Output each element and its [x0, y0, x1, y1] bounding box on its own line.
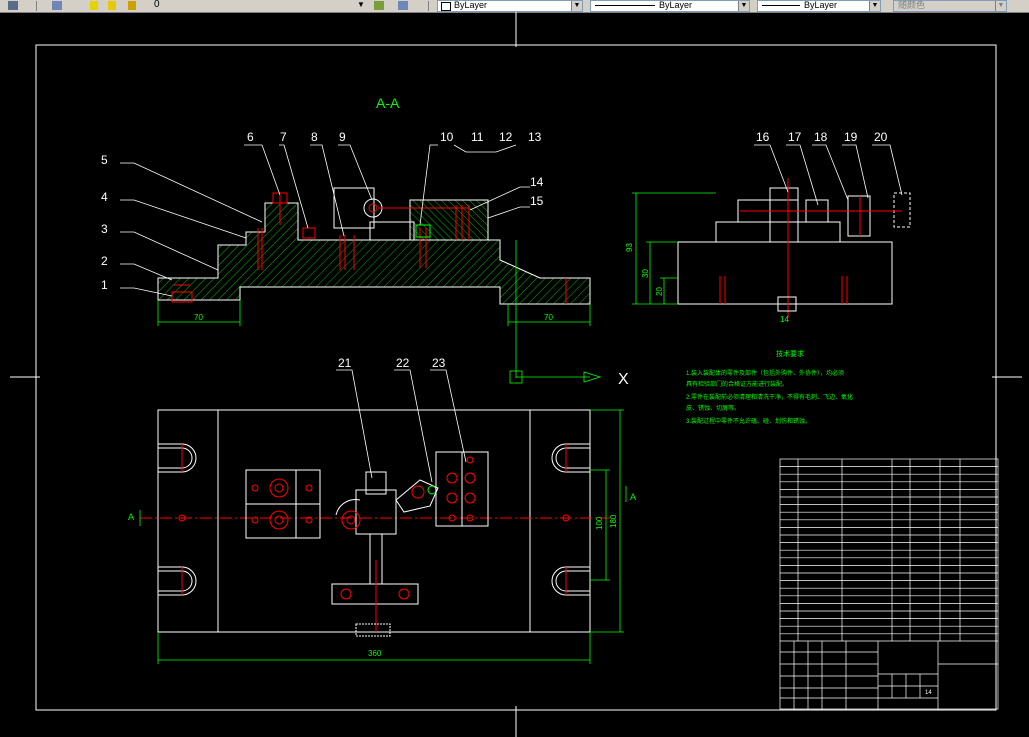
part-number: 11	[471, 130, 484, 144]
part-number: 3	[101, 222, 108, 236]
part-number: 13	[528, 130, 542, 144]
part-number: 8	[311, 130, 318, 144]
part-number: 23	[432, 356, 446, 370]
lineweight-preview	[762, 5, 800, 6]
part-number: 22	[396, 356, 410, 370]
section-view-aa: 70 70 X	[120, 144, 629, 388]
part-number: 17	[788, 130, 802, 144]
dim-360: 360	[368, 649, 382, 658]
linetype-preview	[595, 5, 655, 6]
color-swatch-icon	[441, 2, 451, 11]
part-number: 7	[280, 130, 287, 144]
dim-70-right: 70	[544, 313, 553, 322]
drawing-canvas[interactable]: A-A	[0, 12, 1029, 737]
dim-93: 93	[625, 243, 634, 252]
notes-title: 技术要求	[776, 349, 804, 358]
note-line: 3.装配过程中零件不允许磕、碰、划伤和锈蚀。	[686, 417, 811, 425]
toolbar-separator	[428, 1, 429, 11]
title-block-sheet: 14	[925, 690, 932, 696]
part-number: 9	[339, 130, 346, 144]
lock-icon[interactable]	[128, 1, 136, 10]
part-number: 12	[499, 130, 513, 144]
part-number: 19	[844, 130, 858, 144]
note-line: 1.装入装配体的零件及部件（包括外购件、外协件），均必须	[686, 369, 844, 377]
layer-previous-icon[interactable]	[398, 1, 408, 10]
part-number: 14	[530, 175, 544, 189]
make-current-icon[interactable]	[374, 1, 384, 10]
note-line: 2.零件在装配前必须清理和清洗干净，不得有毛刺、飞边、氧化	[686, 393, 853, 401]
section-part-numbers: 6 7 8 9 10 11 12 13 5 4 3 2 1 14 15	[101, 130, 544, 292]
lineweight-combo-value: ByLayer	[804, 0, 838, 10]
note-line: 具有检验部门的合格证方能进行装配。	[686, 380, 788, 388]
layer-name-label[interactable]: 0	[154, 0, 160, 10]
part-number: 16	[756, 130, 770, 144]
technical-notes: 技术要求 1.装入装配体的零件及部件（包括外购件、外协件），均必须 具有检验部门…	[686, 349, 853, 425]
part-number: 10	[440, 130, 454, 144]
layer-stack-icon[interactable]	[52, 1, 62, 10]
plotstyle-combo[interactable]: 随颜色 ▼	[893, 0, 1007, 12]
part-number: 20	[874, 130, 888, 144]
section-mark-left: A	[128, 512, 134, 522]
side-part-numbers: 16 17 18 19 20	[756, 130, 888, 144]
sun-icon[interactable]	[108, 1, 116, 10]
section-mark-right: A	[630, 492, 636, 502]
part-number: 2	[101, 254, 108, 268]
chevron-down-icon[interactable]: ▼	[869, 1, 880, 11]
axis-x-label: X	[618, 371, 629, 388]
chevron-down-icon[interactable]: ▼	[738, 1, 749, 11]
object-properties-toolbar: 0 ▼ ByLayer ▼ ByLayer ▼ ByLayer ▼ 随颜色 ▼	[0, 0, 1029, 13]
color-combo[interactable]: ByLayer ▼	[437, 0, 583, 12]
section-label: A-A	[376, 95, 400, 111]
lineweight-combo[interactable]: ByLayer ▼	[757, 0, 881, 12]
part-number: 5	[101, 153, 108, 167]
dim-30: 30	[641, 269, 650, 278]
part-number: 15	[530, 194, 544, 208]
dim-70-left: 70	[194, 313, 203, 322]
toolbar-separator	[36, 1, 37, 11]
layer-manager-icon[interactable]	[8, 1, 18, 10]
part-number: 1	[101, 278, 108, 292]
plotstyle-combo-value: 随颜色	[898, 0, 926, 10]
lightbulb-icon[interactable]	[90, 1, 98, 10]
note-line: 皮、锈蚀、切屑等。	[686, 404, 740, 412]
part-number: 6	[247, 130, 254, 144]
dim-14: 14	[780, 315, 789, 324]
linetype-combo-value: ByLayer	[659, 0, 693, 10]
dim-100: 100	[595, 516, 604, 530]
part-number: 4	[101, 190, 108, 204]
color-combo-value: ByLayer	[454, 0, 488, 10]
chevron-down-icon[interactable]: ▼	[571, 1, 582, 11]
side-view: 93 30 20 14	[625, 144, 911, 324]
dim-180: 180	[609, 514, 618, 528]
part-number: 18	[814, 130, 828, 144]
sheet-border	[10, 12, 1022, 737]
chevron-down-icon[interactable]: ▼	[995, 1, 1006, 11]
parts-list-table	[779, 458, 999, 710]
linetype-combo[interactable]: ByLayer ▼	[590, 0, 750, 12]
part-number: 21	[338, 356, 352, 370]
plan-view: 360 180 100 A A	[128, 369, 636, 664]
plan-part-numbers: 21 22 23	[338, 356, 446, 370]
dim-20: 20	[655, 287, 664, 296]
layer-dropdown-arrow[interactable]: ▼	[357, 0, 365, 9]
